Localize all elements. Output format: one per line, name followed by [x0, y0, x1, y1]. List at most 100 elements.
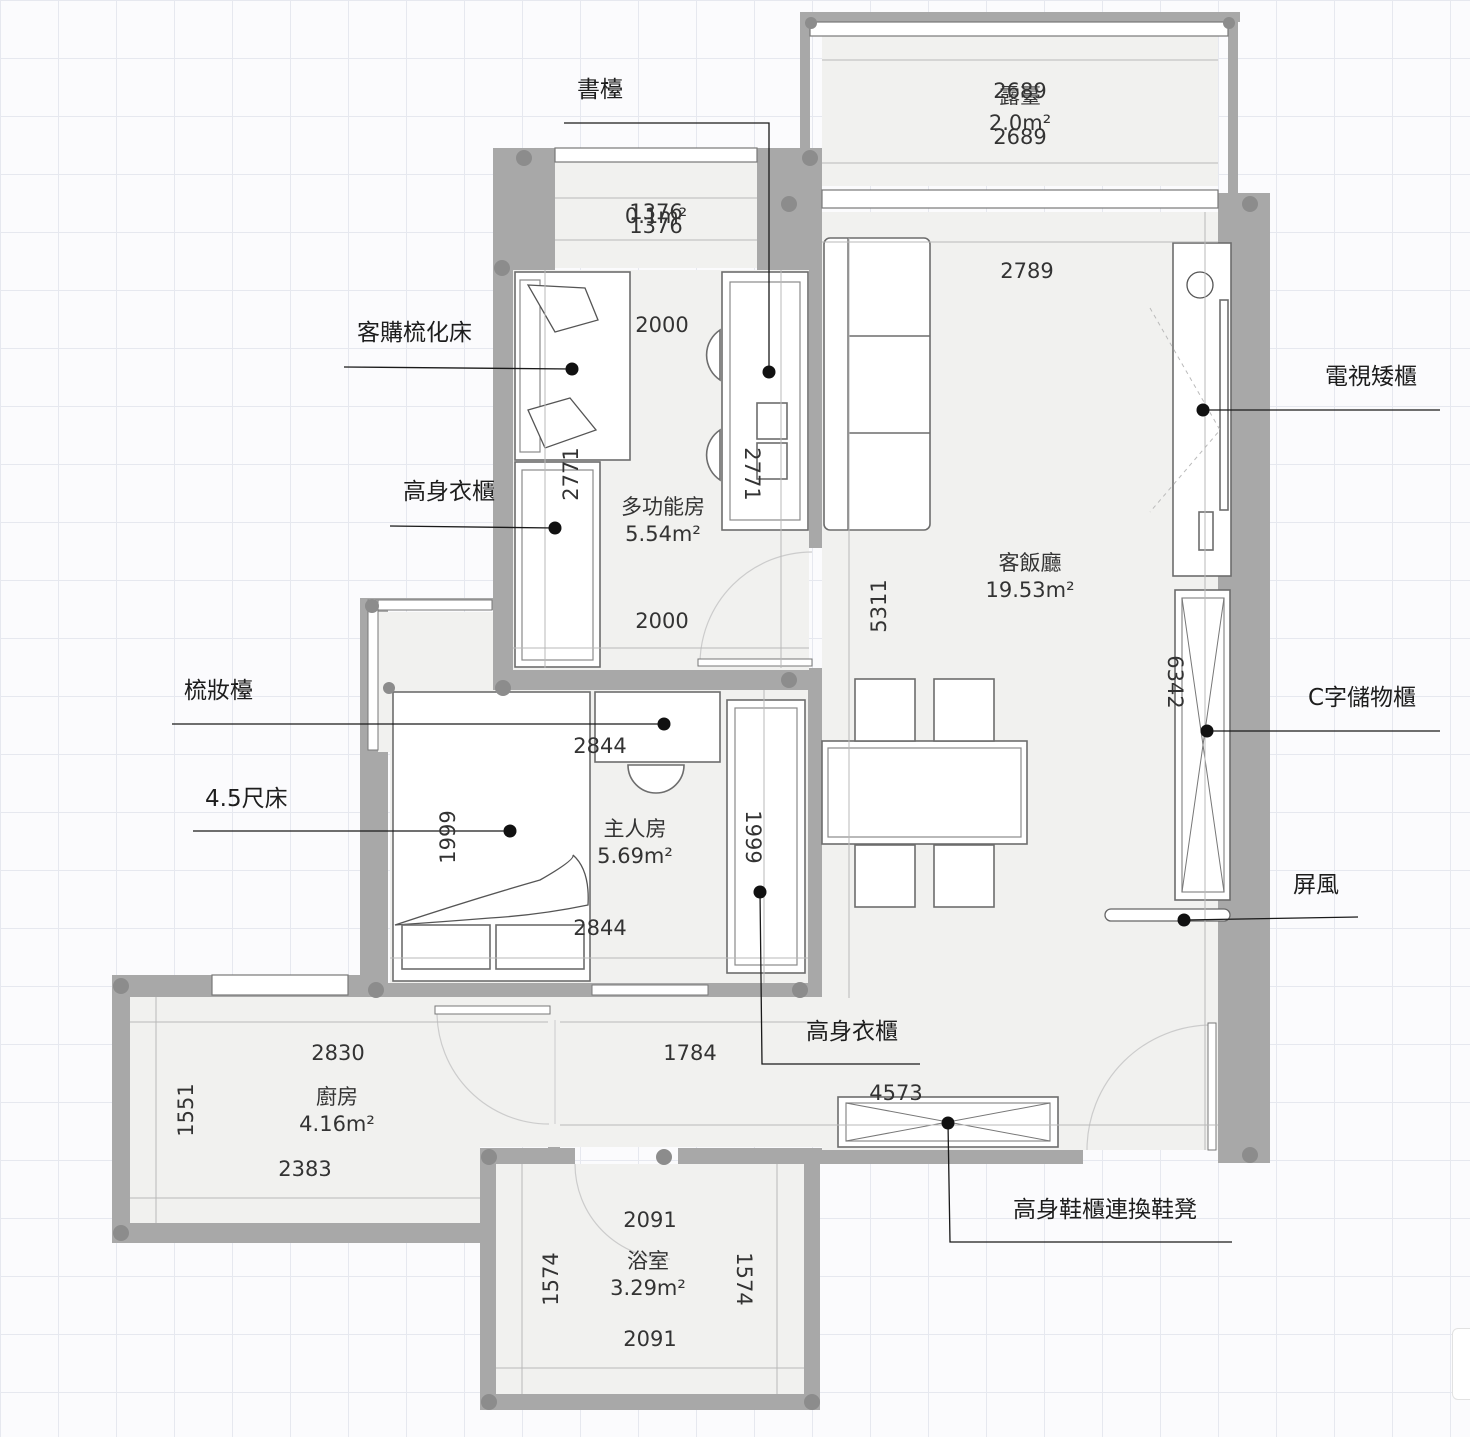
callout-bed: 4.5尺床: [205, 786, 288, 812]
wall: [480, 1394, 820, 1410]
balcony-rail: [367, 599, 493, 611]
dim-terrace-top: 2689: [993, 79, 1046, 103]
chair-icon: [705, 428, 721, 482]
room-name-bathroom: 浴室: [627, 1249, 669, 1273]
callout-sofa-bed: 客購梳化床: [357, 320, 472, 346]
joint-dot: [1242, 196, 1258, 212]
joint-dot: [656, 1149, 672, 1165]
leader-line: [389, 525, 556, 529]
speaker-icon: [1198, 511, 1214, 551]
joint-dot: [368, 982, 384, 998]
dim-bath-width-bottom: 2091: [623, 1327, 676, 1351]
wall: [804, 1148, 820, 1410]
joint-dot: [805, 17, 817, 29]
dim-bath-depth-right: 1574: [732, 1252, 756, 1305]
leader-line: [343, 366, 573, 370]
joint-dot: [495, 680, 511, 696]
dim-multi-width-bottom: 2000: [635, 609, 688, 633]
dim-living-width: 2789: [1000, 259, 1053, 283]
callout-pin: [1177, 913, 1191, 927]
callout-pin: [1200, 724, 1214, 738]
callout-pin: [762, 365, 776, 379]
joint-dot: [113, 978, 129, 994]
callout-dressing-table: 梳妝檯: [184, 678, 253, 704]
joint-dot: [792, 982, 808, 998]
door-swing: [574, 1163, 671, 1260]
door-swing: [436, 1011, 550, 1125]
callout-pin: [503, 824, 517, 838]
dim-kitchen-depth: 1551: [174, 1083, 198, 1136]
dim-master-depth-right: 1999: [741, 810, 765, 863]
leader-line: [759, 891, 920, 1065]
master-window: [591, 984, 709, 996]
kitchen-window: [211, 974, 349, 996]
cabinet-inner: [1181, 597, 1225, 893]
terrace-floor: [822, 36, 1218, 186]
joint-dot: [365, 599, 379, 613]
room-name-terrace: 露臺: [999, 84, 1041, 108]
side-panel-tab[interactable]: [1452, 1328, 1470, 1400]
dim-kitchen-width: 2830: [311, 1041, 364, 1065]
kitchen-floor: [130, 1147, 480, 1223]
dimension-lines: [130, 59, 1218, 1394]
study-window: [554, 147, 758, 163]
joint-dot: [1223, 17, 1235, 29]
dim-multi-depth-right: 2771: [740, 447, 764, 500]
chair-icon: [705, 328, 721, 382]
master-tall-wardrobe: [726, 699, 806, 974]
callout-desk: 書檯: [577, 77, 623, 103]
terrace-door: [821, 189, 1219, 209]
cabinet-cross: [1181, 597, 1225, 893]
wall-joints: [113, 17, 1258, 1410]
dim-terrace-bottom: 2689: [993, 125, 1046, 149]
wall: [808, 668, 822, 998]
joint-dot: [781, 196, 797, 212]
wall: [493, 668, 822, 690]
room-area-study-alcove: 0.1m²: [625, 204, 687, 228]
room-area-bathroom: 3.29m²: [610, 1276, 686, 1300]
callout-pin: [941, 1116, 955, 1130]
windows: [211, 21, 1229, 996]
wall: [800, 12, 810, 152]
callout-pin: [548, 521, 562, 535]
leader-line: [1183, 916, 1359, 921]
callout-c-storage: C字儲物櫃: [1308, 685, 1416, 711]
callout-tall-wardrobe-master: 高身衣櫃: [806, 1019, 898, 1045]
dim-alcove-bottom: 1376: [629, 214, 682, 238]
joint-dot: [113, 1225, 129, 1241]
wall: [1228, 12, 1238, 197]
bed-blanket: [394, 854, 589, 926]
dim-master-width-bottom: 2844: [573, 916, 626, 940]
wall: [360, 983, 822, 997]
wall: [112, 975, 130, 1243]
doors: [434, 551, 1217, 1260]
callout-pin: [753, 885, 767, 899]
door-swing: [699, 551, 813, 665]
study-alcove-floor: [555, 160, 757, 268]
tall-wardrobe: [514, 461, 601, 668]
callout-tv-cabinet: 電視矮櫃: [1325, 364, 1417, 390]
stool-icon: [627, 764, 685, 794]
dim-multi-width-top: 2000: [635, 313, 688, 337]
joint-dot: [481, 1394, 497, 1410]
callout-pin: [1196, 403, 1210, 417]
sofa: [823, 237, 931, 531]
room-name-kitchen: 廚房: [316, 1085, 358, 1109]
bathroom-floor: [496, 1164, 804, 1394]
dressing-table: [594, 691, 721, 763]
room-area-terrace: 2.0m²: [989, 111, 1051, 135]
table-top: [827, 747, 1022, 838]
wall: [809, 148, 822, 548]
callout-labels: 書檯 客購梳化床 高身衣櫃 梳妝檯 4.5尺床 電視矮櫃 C字儲物櫃 屏風 高身…: [184, 77, 1417, 1223]
sofa-back: [519, 279, 541, 453]
door-swing: [1086, 1024, 1213, 1151]
bed-pillow: [495, 924, 585, 970]
dim-bath-depth-left: 1574: [539, 1252, 563, 1305]
callout-screen: 屏風: [1293, 872, 1339, 898]
book-icon: [756, 442, 788, 480]
leader-line: [947, 1122, 1232, 1243]
dimension-labels: 2689 2689 1376 1376 2789 2000 2771 2771 …: [174, 79, 1187, 1351]
room-area-living: 19.53m²: [986, 578, 1075, 602]
